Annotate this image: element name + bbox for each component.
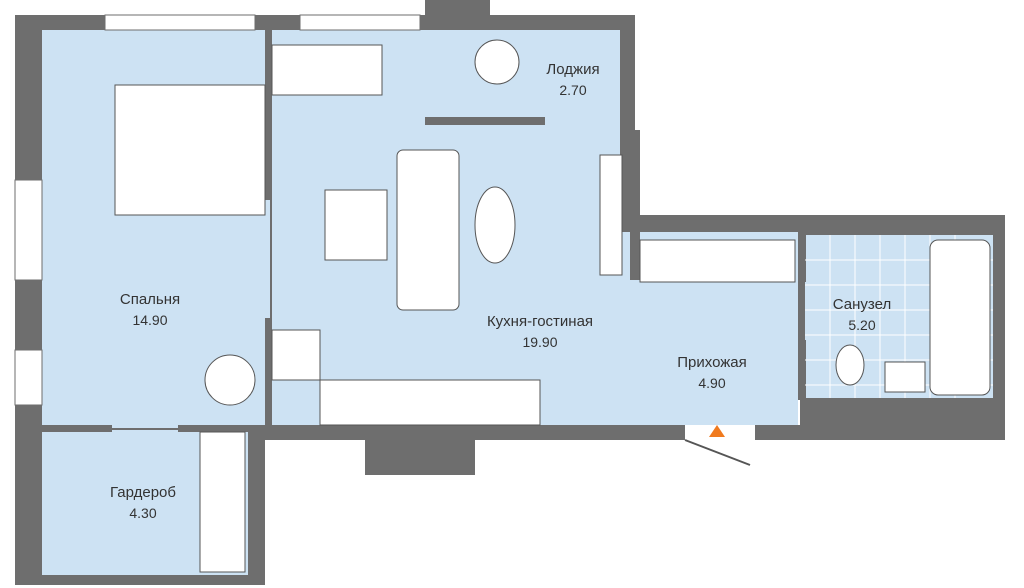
room-area: 19.90 [522, 334, 558, 350]
bed [114, 84, 266, 216]
kitchen-counter [319, 379, 541, 426]
room-label-wardrobe: Гардероб 4.30 [110, 483, 176, 523]
wall [425, 117, 545, 125]
room-area: 4.90 [698, 375, 726, 391]
room-area: 4.30 [129, 505, 157, 521]
window [14, 349, 43, 406]
fridge [271, 329, 321, 381]
room-label-kitchen-living: Кухня-гостиная 19.90 [487, 312, 593, 352]
tv [599, 154, 623, 276]
room-area: 14.90 [132, 312, 168, 328]
triangle-up-icon [709, 425, 725, 437]
bathtub [929, 239, 991, 396]
wall [798, 340, 806, 400]
wardrobe-shelves [199, 431, 246, 573]
sink [884, 361, 926, 393]
toilet [835, 344, 865, 386]
wall [630, 130, 640, 280]
lounge-chair [474, 39, 520, 85]
room-name: Прихожая [677, 354, 747, 371]
wall [265, 318, 272, 428]
room-label-loggia: Лоджия 2.70 [546, 60, 599, 100]
room-name: Кухня-гостиная [486, 313, 594, 330]
room-name: Спальня [119, 291, 181, 308]
coffee-table [474, 186, 516, 264]
room-name: Санузел [832, 296, 892, 313]
room-name: Гардероб [110, 484, 176, 501]
room-name: Лоджия [546, 61, 600, 78]
sofa [396, 149, 460, 311]
armchair [204, 354, 256, 406]
room-label-bedroom: Спальня 14.90 [120, 290, 180, 330]
loggia-floor [430, 42, 608, 117]
room-label-bathroom: Санузел 5.20 [833, 295, 891, 335]
entrance-door [684, 439, 751, 466]
room-area: 5.20 [848, 317, 876, 333]
room-label-hallway: Прихожая 4.90 [677, 353, 747, 393]
window [14, 179, 43, 281]
desk [271, 44, 383, 96]
wall [42, 425, 112, 432]
window [104, 14, 256, 31]
wall [798, 232, 806, 282]
wall [178, 425, 270, 432]
wardrobe-rack [639, 239, 796, 283]
dining-table [324, 189, 388, 261]
window [299, 14, 421, 31]
room-area: 2.70 [559, 82, 587, 98]
wall [265, 30, 272, 200]
